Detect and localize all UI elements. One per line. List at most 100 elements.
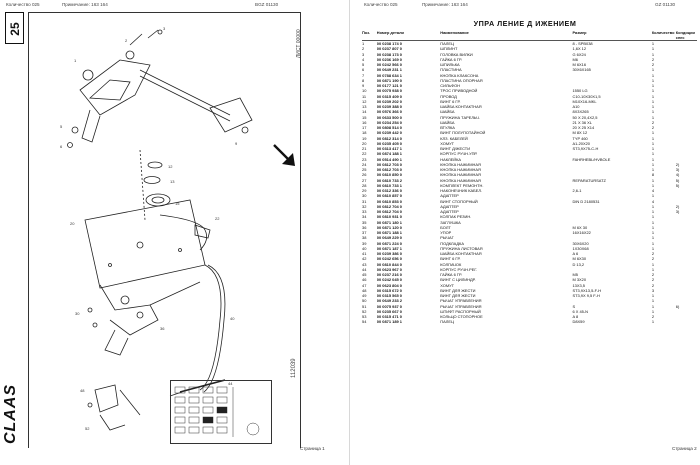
row-part-name: ХОМУТ bbox=[440, 140, 455, 146]
row-qty: 1 bbox=[651, 245, 655, 251]
svg-text:36: 36 bbox=[160, 326, 165, 331]
row-qty: 1 bbox=[651, 182, 655, 188]
row-part-name: ПАЛЕЦ bbox=[440, 319, 454, 325]
row-size: ST3,9X75-C-H bbox=[572, 146, 599, 152]
row-qty: 2 bbox=[651, 62, 655, 68]
row-part-name: ПОДКЛАДКА bbox=[440, 240, 464, 246]
row-pos: 8 bbox=[362, 77, 365, 83]
row-pos: 5 bbox=[362, 62, 365, 68]
svg-text:3: 3 bbox=[163, 26, 166, 31]
row-qty: 4 bbox=[651, 198, 655, 204]
row-part-number: 00 0808 514 0 bbox=[376, 125, 402, 131]
row-size: 8X3X265 bbox=[572, 109, 589, 115]
row-part-number: 00 0242 656 0 bbox=[376, 256, 402, 262]
row-size: A 8 bbox=[572, 314, 579, 320]
row-part-name: ГАЙКА 6 ГР. bbox=[440, 56, 462, 62]
row-part-name: ВИНТ ДЛЯ ЖЕСТИ bbox=[440, 287, 476, 293]
row-part-number: 00 0623 804 0 bbox=[376, 282, 402, 288]
row-size: 1550 LG bbox=[572, 88, 588, 94]
right-page-footer: Страница 2 bbox=[672, 446, 697, 451]
left-header-note: Примечание: 163 164 bbox=[62, 2, 108, 7]
col-note: Кондиции спес bbox=[675, 30, 697, 42]
row-part-number: 00 0238 174 0 bbox=[376, 41, 402, 47]
row-part-name: РЫЧАГ УПРАВЛЕНИЯ bbox=[440, 303, 482, 309]
row-part-number: 00 0239 386 0 bbox=[376, 251, 402, 257]
row-part-number: 00 0239 202 0 bbox=[376, 98, 402, 104]
row-qty: 2 bbox=[651, 119, 655, 125]
row-size: 1,6X 12 bbox=[572, 46, 587, 52]
row-pos: 29 bbox=[362, 188, 367, 194]
row-part-name: ПЛАСТИНА bbox=[440, 67, 462, 73]
row-pos: 25 bbox=[362, 167, 367, 173]
row-part-name: РЫЧАГ УПРАВЛЕНИЯ bbox=[440, 298, 482, 304]
row-size: M 6X 30 bbox=[572, 224, 588, 230]
row-part-number: 00 0812 703 0 bbox=[376, 161, 402, 167]
row-part-name: ВИНТ 6 ГР. bbox=[440, 98, 461, 104]
row-pos: 40 bbox=[362, 245, 367, 251]
row-pos: 30 bbox=[362, 193, 367, 199]
row-part-name: ВИНТ ПОЛУПОТАЙНОЙ bbox=[440, 130, 486, 136]
row-part-number: 00 0234 254 0 bbox=[376, 119, 402, 125]
row-qty: 1 bbox=[651, 261, 655, 267]
row-part-name: СИЛЬФОН bbox=[440, 83, 461, 89]
row-part-number: 00 0236 169 0 bbox=[376, 56, 402, 62]
row-qty: 1 bbox=[651, 41, 655, 47]
row-size: D 13,2 bbox=[572, 261, 585, 267]
row-part-number: 00 0242 045 0 bbox=[376, 277, 402, 283]
row-size: 6 X 45-N bbox=[572, 308, 589, 314]
row-qty: 1 bbox=[651, 77, 655, 83]
row-size: DIN D 2180531 bbox=[572, 198, 600, 204]
frame-left-line bbox=[28, 12, 29, 448]
row-pos: 7 bbox=[362, 72, 365, 78]
row-part-number: 00 0623 967 0 bbox=[376, 266, 402, 272]
row-part-name: ПАЛЕЦ bbox=[440, 41, 454, 47]
row-part-number: 00 0810 733 1 bbox=[376, 182, 402, 188]
row-part-number: 00 0649 231 1 bbox=[376, 67, 402, 73]
svg-text:44: 44 bbox=[228, 381, 233, 386]
row-qty: 1 bbox=[651, 151, 655, 157]
row-part-name: БОЛТ bbox=[440, 224, 451, 230]
row-part-name: ШПИЛЬКА bbox=[440, 62, 460, 68]
row-part-name: ШАЙБА bbox=[440, 119, 455, 125]
row-part-name: ГОЛОВКА ВИЛКИ bbox=[440, 51, 473, 57]
row-part-name: ВИНТ С ЦИЛИНДР. bbox=[440, 277, 476, 283]
parts-list-title: УПРА ЛЕНИЕ Д ИЖЕНИЕМ bbox=[473, 19, 577, 28]
row-size: M6 bbox=[572, 56, 578, 62]
row-pos: 35 bbox=[362, 219, 367, 225]
row-pos: 23 bbox=[362, 156, 367, 162]
claas-logo: CLAAS bbox=[2, 383, 20, 445]
row-qty: 1 bbox=[651, 83, 655, 89]
row-qty: 1 bbox=[651, 319, 655, 325]
row-part-name: ШАЙБА КОНТАКТНАЯ bbox=[440, 104, 482, 110]
row-part-number: 00 0810 844 0 bbox=[376, 261, 402, 267]
row-pos: 11 bbox=[362, 93, 367, 99]
row-size: ST3,9X13,5-F-H bbox=[572, 287, 602, 293]
row-part-number: 00 0871 188 1 bbox=[376, 230, 402, 236]
row-size: 13X3,5 bbox=[572, 282, 585, 288]
row-part-name: ПРОВОД bbox=[440, 93, 457, 99]
left-header-code: BGZ 01130 bbox=[255, 2, 279, 7]
row-part-name: ПЛАСТИНА ОПОРНАЯ bbox=[440, 77, 483, 83]
row-qty: 1 bbox=[651, 109, 655, 115]
row-note: 2) bbox=[675, 203, 680, 209]
row-part-number: 00 0812 703 0 bbox=[376, 167, 402, 173]
row-note bbox=[676, 319, 697, 324]
row-part-name: ТРОС ПРИВОДНОЙ bbox=[440, 88, 478, 94]
row-pos: 27 bbox=[362, 177, 367, 183]
row-pos: 22 bbox=[362, 151, 367, 157]
row-size: C10-10X30X1,5 bbox=[572, 93, 601, 99]
row-size: M 8X 12 bbox=[572, 130, 588, 136]
row-part-number: 00 0177 121 0 bbox=[376, 83, 402, 89]
row-size: 16X16X22 bbox=[572, 230, 591, 236]
row-part-name: КОЛПАЧОК bbox=[440, 261, 462, 267]
